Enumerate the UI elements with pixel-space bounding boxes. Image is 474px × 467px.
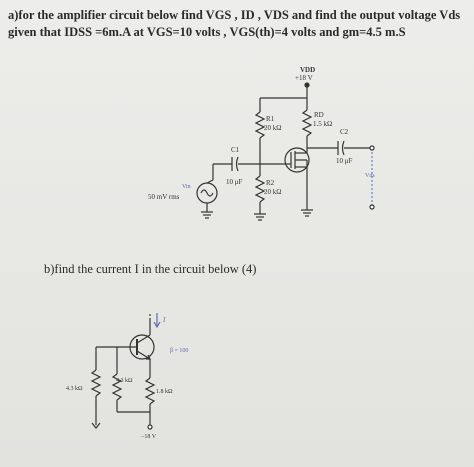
- r-mid-resistor: [111, 373, 123, 401]
- circuit-b: [90, 312, 161, 430]
- c2-value: 10 μF: [336, 157, 353, 165]
- question-a-line2: given that IDSS =6m.A at VGS=10 volts , …: [8, 25, 406, 39]
- question-b-text: b)find the current I in the circuit belo…: [44, 262, 257, 276]
- circuit-a-labels: VDD +18 V R1 20 kΩ RD 1.5 kΩ C2 10 μF C1…: [148, 66, 375, 201]
- beta-label: β = 100: [170, 348, 188, 354]
- vds-label: Vds: [365, 173, 375, 179]
- circuit-a: [196, 82, 375, 221]
- r-right-value: 1.8 kΩ: [156, 389, 173, 395]
- r-mid-value: 4.3 kΩ: [116, 378, 133, 384]
- supply-terminal: [147, 424, 153, 430]
- vdd-terminal: [304, 82, 310, 88]
- vout-terminal: [369, 145, 375, 151]
- rd-resistor: [301, 109, 313, 137]
- r1-name: R1: [266, 115, 275, 123]
- question-a-text-1: a)for the amplifier circuit below find V…: [8, 8, 461, 22]
- question-a-line1: a)for the amplifier circuit below find V…: [8, 8, 460, 22]
- c1-plate-2: [235, 156, 239, 172]
- c2-plate-2: [341, 140, 345, 156]
- question-a-text-2: given that IDSS =6m.A at VGS=10 volts , …: [8, 25, 406, 39]
- sine-icon: [200, 189, 214, 197]
- vdd-label: VDD: [300, 66, 315, 74]
- rd-name: RD: [314, 111, 324, 119]
- circuit-b-labels: I β = 100 4.3 kΩ 4.3 kΩ 1.8 kΩ −18 V: [66, 316, 188, 440]
- r1-value: 20 kΩ: [264, 124, 281, 132]
- vin-value: 50 mV rms: [148, 193, 180, 201]
- mosfet-symbol: [284, 147, 310, 173]
- c1-value: 10 μF: [226, 178, 243, 186]
- r-left-resistor: [90, 369, 102, 397]
- question-b: b)find the current I in the circuit belo…: [44, 262, 256, 276]
- r-left-value: 4.3 kΩ: [66, 386, 83, 392]
- r2-name: R2: [266, 179, 275, 187]
- vin-label: Vin: [182, 184, 191, 190]
- c1-name: C1: [231, 146, 240, 154]
- c2-name: C2: [340, 128, 349, 136]
- r1-resistor: [254, 111, 266, 139]
- r2-resistor: [254, 175, 266, 203]
- vdd-value: +18 V: [295, 74, 313, 82]
- r-right-resistor: [144, 377, 156, 405]
- current-label: I: [162, 316, 166, 324]
- rd-value: 1.5 kΩ: [313, 120, 332, 128]
- r2-value: 20 kΩ: [264, 188, 281, 196]
- supply-label: −18 V: [141, 434, 157, 440]
